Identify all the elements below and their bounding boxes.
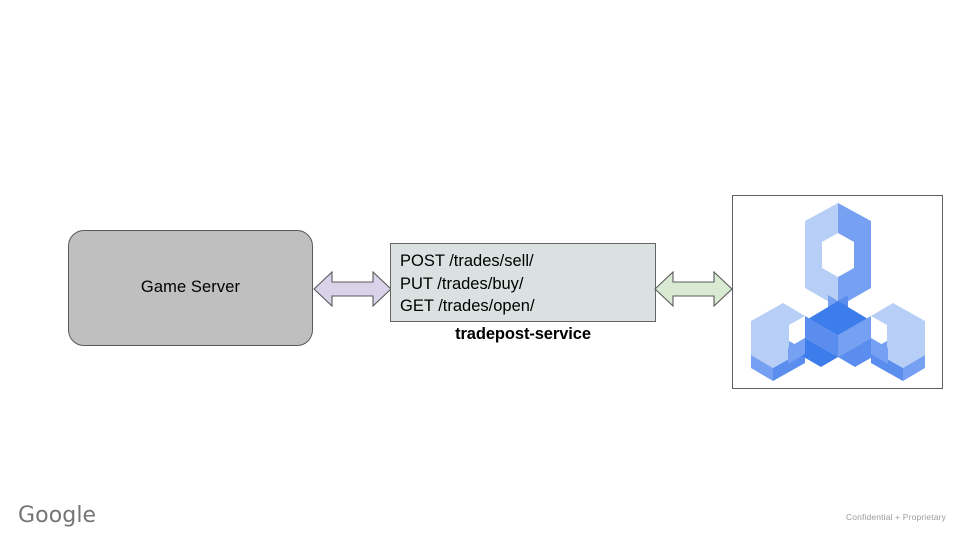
game-server-node[interactable]: Game Server: [68, 230, 313, 346]
google-wordmark: Google: [18, 503, 97, 528]
tradepost-service-node[interactable]: POST /trades/sell/ PUT /trades/buy/ GET …: [390, 243, 656, 322]
endpoint-row: PUT /trades/buy/: [400, 274, 524, 293]
game-server-label: Game Server: [140, 278, 241, 297]
double-headed-arrow-icon: [313, 267, 392, 311]
double-headed-arrow-icon: [654, 267, 733, 311]
endpoint-row: GET /trades/open/: [400, 297, 535, 316]
confidentiality-notice: Confidential + Proprietary: [845, 512, 946, 522]
logo-panel[interactable]: [732, 195, 943, 389]
connector-left[interactable]: [313, 267, 392, 311]
connector-right[interactable]: [654, 267, 733, 311]
endpoint-row: POST /trades/sell/: [400, 252, 534, 270]
tradepost-service-caption: tradepost-service: [455, 325, 591, 343]
